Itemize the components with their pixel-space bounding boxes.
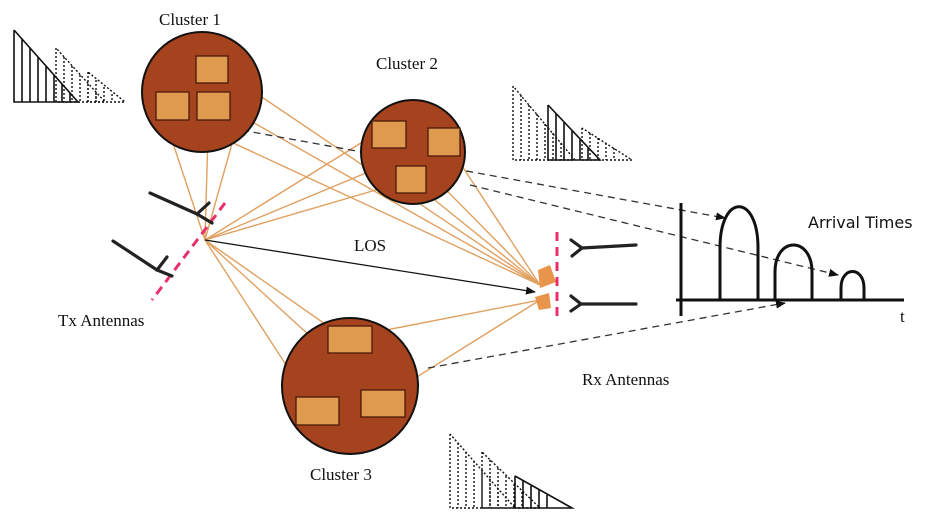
tx-antenna-array	[111, 191, 227, 301]
arrival-times-label: Arrival Times	[808, 213, 913, 232]
cluster-3-label: Cluster 3	[310, 465, 372, 484]
rx-antenna-icon	[569, 238, 638, 258]
cluster-3	[281, 317, 419, 455]
scatterer	[295, 396, 340, 426]
scatterer	[395, 165, 427, 194]
arrival-pulse	[773, 243, 814, 300]
los-line	[204, 239, 536, 295]
arrival-pulse	[718, 205, 760, 300]
tx-antenna-icon	[111, 239, 174, 278]
cluster-1-label: Cluster 1	[159, 10, 221, 29]
arrival-pulse	[839, 270, 866, 300]
scatterer	[427, 127, 461, 157]
scatterer	[195, 55, 229, 84]
rx-antenna-array	[535, 232, 638, 318]
arrow-cluster3	[427, 300, 786, 369]
tx-antenna-icon	[148, 191, 214, 225]
arrival-times-plot	[676, 203, 904, 316]
arrow-cluster1	[229, 127, 726, 221]
pdp-icon-cluster1	[13, 29, 127, 103]
los-label: LOS	[354, 236, 386, 255]
pdp-icon-cluster2	[512, 85, 635, 161]
rx-antennas-label: Rx Antennas	[582, 370, 669, 389]
cluster-1	[141, 31, 263, 153]
rx-antenna-icon	[569, 294, 638, 313]
cluster-2	[360, 99, 466, 205]
cluster-2-label: Cluster 2	[376, 54, 438, 73]
tx-array-axis	[150, 202, 227, 301]
scatterer	[155, 91, 190, 121]
rx-beam-lobe	[538, 265, 556, 288]
scatterer	[360, 389, 406, 418]
pdp-icon-cluster3	[449, 433, 576, 509]
scatterer	[196, 91, 231, 121]
scatterer	[327, 325, 373, 354]
tx-antennas-label: Tx Antennas	[58, 311, 144, 330]
scatterer	[371, 120, 407, 149]
time-axis-label: t	[900, 307, 905, 326]
rx-beam-lobe	[535, 293, 551, 310]
